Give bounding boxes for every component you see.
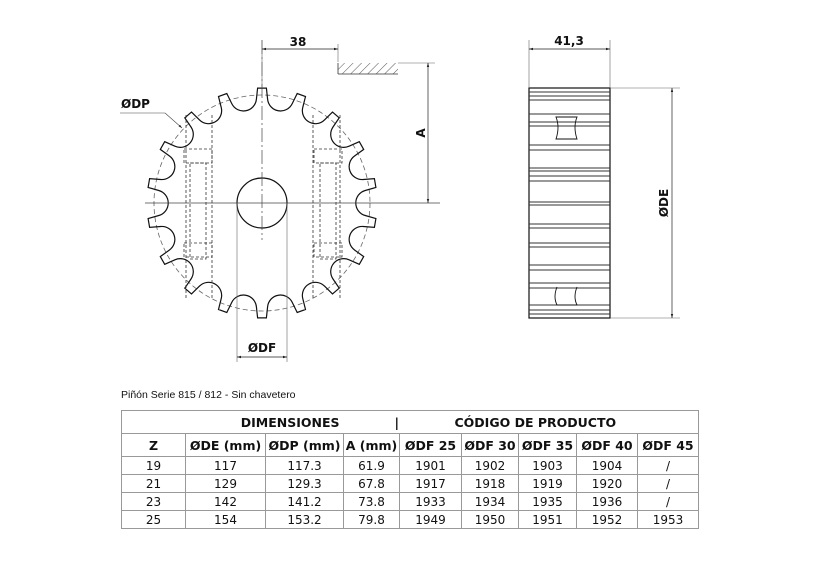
sprocket-side-view: 41,3 ØDE <box>528 34 680 319</box>
table-cell: / <box>637 492 699 511</box>
table-cell: 73.8 <box>343 492 400 511</box>
sprocket-outline <box>147 87 377 319</box>
dimension-a-label: A <box>414 128 428 138</box>
table-caption: Piñón Serie 815 / 812 - Sin chavetero <box>121 389 296 401</box>
table-cell: / <box>637 474 699 493</box>
table-cell: / <box>637 456 699 475</box>
group-header-product-code: | CÓDIGO DE PRODUCTO <box>395 410 699 434</box>
outer-diameter-label: ØDE <box>657 189 671 217</box>
table-cell: 1901 <box>399 456 462 475</box>
table-cell: 1904 <box>576 456 638 475</box>
table-cell: 19 <box>121 456 186 475</box>
group-header-row: DIMENSIONES | CÓDIGO DE PRODUCTO <box>121 410 699 434</box>
table-cell: 1934 <box>461 492 519 511</box>
column-header: ØDE (mm) <box>185 433 266 457</box>
sprocket-front-view: 38 A ØDP ØDF <box>120 35 440 362</box>
dimension-width-label: 41,3 <box>554 34 584 48</box>
table-cell: 21 <box>121 474 186 493</box>
table-cell: 129 <box>185 474 266 493</box>
table-cell: 1902 <box>461 456 519 475</box>
table-cell: 1920 <box>576 474 638 493</box>
drawing-canvas: 38 A ØDP ØDF 41,3 <box>120 34 680 362</box>
table-cell: 1936 <box>576 492 638 511</box>
table-cell: 23 <box>121 492 186 511</box>
table-cell: 1952 <box>576 510 638 529</box>
table-cell: 1953 <box>637 510 699 529</box>
bolt-left <box>183 115 213 300</box>
column-header: A (mm) <box>343 433 400 457</box>
table-cell: 1919 <box>518 474 577 493</box>
bore-diameter-label: ØDF <box>248 341 276 355</box>
column-header: ØDF 30 <box>461 433 519 457</box>
group-header-separator: | <box>394 414 400 430</box>
table-cell: 25 <box>121 510 186 529</box>
table-cell: 117.3 <box>265 456 344 475</box>
table-cell: 153.2 <box>265 510 344 529</box>
table-cell: 154 <box>185 510 266 529</box>
tooth-pocket-top <box>555 116 578 140</box>
table-cell: 1918 <box>461 474 519 493</box>
reference-surface-hatch <box>338 63 398 74</box>
tooth-pocket-bottom <box>554 286 578 306</box>
table-cell: 141.2 <box>265 492 344 511</box>
column-header: ØDP (mm) <box>265 433 344 457</box>
table-cell: 61.9 <box>343 456 400 475</box>
table-cell: 117 <box>185 456 266 475</box>
table-cell: 142 <box>185 492 266 511</box>
table-cell: 1903 <box>518 456 577 475</box>
table-cell: 1933 <box>399 492 462 511</box>
bolt-right <box>312 115 343 300</box>
column-header: ØDF 25 <box>399 433 462 457</box>
table-cell: 1935 <box>518 492 577 511</box>
group-header-dimensions: DIMENSIONES <box>121 410 400 434</box>
table-cell: 1917 <box>399 474 462 493</box>
column-header: ØDF 35 <box>518 433 577 457</box>
table-cell: 129.3 <box>265 474 344 493</box>
table-cell: 1951 <box>518 510 577 529</box>
table-cell: 67.8 <box>343 474 400 493</box>
dimension-38-label: 38 <box>290 35 307 49</box>
column-header: ØDF 40 <box>576 433 638 457</box>
column-header: Z <box>121 433 186 457</box>
table-cell: 1950 <box>461 510 519 529</box>
table-cell: 79.8 <box>343 510 400 529</box>
pitch-diameter-label: ØDP <box>121 97 150 111</box>
column-header: ØDF 45 <box>637 433 699 457</box>
group-header-product-code-label: CÓDIGO DE PRODUCTO <box>454 414 617 430</box>
table-cell: 1949 <box>399 510 462 529</box>
